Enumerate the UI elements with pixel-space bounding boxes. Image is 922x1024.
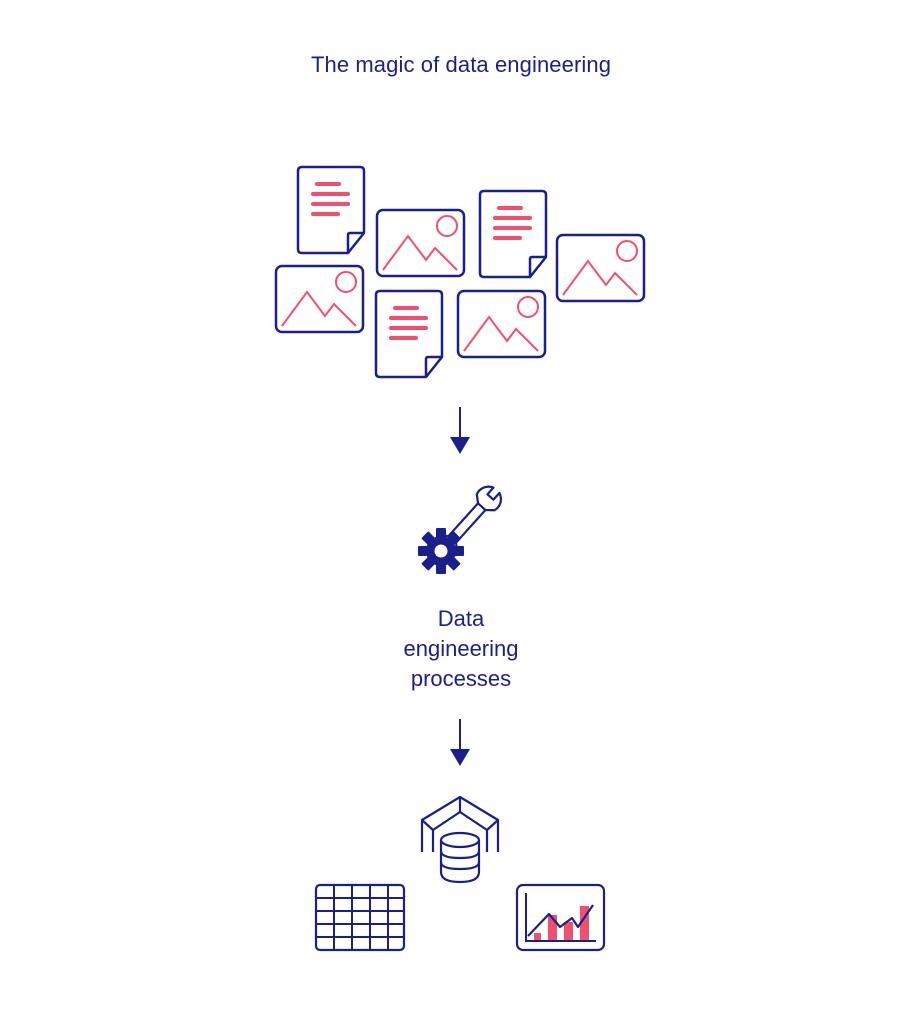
process-label-line: engineering bbox=[403, 636, 519, 661]
gear-icon bbox=[418, 528, 464, 574]
database-icon bbox=[439, 831, 481, 884]
process-label: Data engineering processes bbox=[361, 604, 561, 694]
image-icon bbox=[274, 264, 365, 334]
image-icon bbox=[456, 289, 547, 359]
chart-icon bbox=[515, 883, 606, 952]
arrow-down-icon bbox=[450, 407, 470, 454]
table-icon bbox=[314, 883, 406, 952]
data-sources bbox=[274, 165, 646, 379]
process-label-line: processes bbox=[410, 666, 512, 691]
document-icon bbox=[374, 289, 444, 379]
image-icon bbox=[555, 233, 646, 303]
document-icon bbox=[478, 189, 548, 279]
warehouse-icon bbox=[420, 795, 500, 852]
arrow-down-icon bbox=[450, 719, 470, 766]
document-icon bbox=[296, 165, 366, 255]
process-label-line: Data bbox=[437, 606, 485, 631]
diagram-title: The magic of data engineering bbox=[310, 52, 612, 77]
image-icon bbox=[375, 208, 466, 278]
